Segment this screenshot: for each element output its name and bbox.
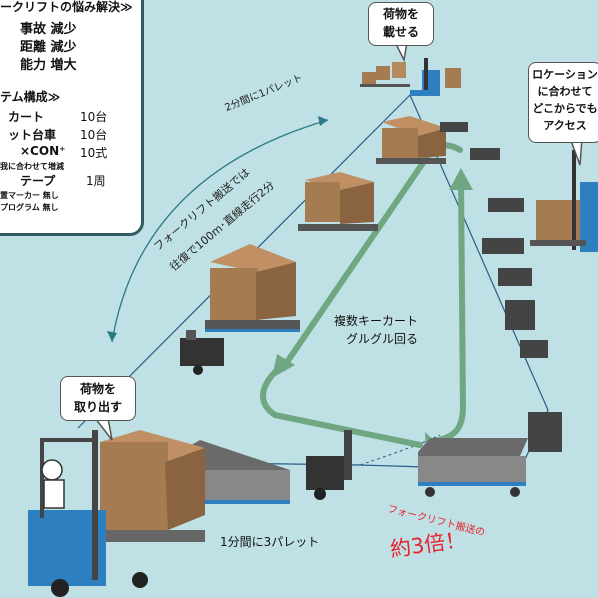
bubble-line: どこからでも [532, 102, 598, 115]
bottom-rate-label: 1分間に3パレット [220, 535, 320, 549]
bubble-line: 荷物を [382, 7, 419, 21]
loop-arrowhead-c [449, 168, 473, 190]
loop-label-2: グルグル回る [346, 332, 419, 346]
forklift-route-arc [111, 119, 329, 343]
pallet-cart-2 [298, 172, 378, 231]
dashed-connector [359, 434, 441, 466]
system-note: 我に合わせて増減 [0, 162, 64, 171]
system-item-name: カート [8, 110, 45, 124]
location-forklift [530, 150, 598, 252]
load-bubble: 荷物を 載せる [368, 2, 434, 46]
marker-note: 置マーカー 無し [0, 191, 59, 200]
loop-label-1: 複数キーカート [334, 314, 419, 328]
system-item-name: ×CON⁺ [20, 144, 66, 158]
tape-value: 1周 [86, 174, 106, 188]
loop-arrowhead-a [272, 354, 295, 378]
arc-arrowhead-top [318, 116, 328, 126]
pallet-cart-1 [376, 116, 446, 164]
program-note: プログラム 無し [0, 203, 59, 212]
unload-forklift [28, 430, 205, 597]
bubble-line: 荷物を [79, 382, 116, 396]
system-item-value: 10式 [80, 146, 108, 160]
tape-name: テープ [20, 174, 56, 188]
bubble-line: 載せる [382, 25, 419, 39]
bubble-line: ロケーション [532, 68, 598, 81]
bottom-cart-right [418, 438, 528, 497]
benefit-item: 事故 減少 [20, 22, 77, 37]
bubble-line: 取り出す [73, 400, 122, 414]
system-item-value: 10台 [80, 128, 108, 142]
benefit-item: 距離 減少 [20, 40, 77, 55]
bubble-line: アクセス [543, 119, 587, 132]
location-bubble: ロケーション に合わせて どこからでも アクセス [528, 62, 598, 143]
bottom-agv [306, 430, 352, 500]
agv-robot-left [180, 330, 224, 375]
top-pallet-group [360, 62, 461, 88]
arc-arrowhead-bottom [107, 331, 117, 342]
system-item-value: 10台 [80, 110, 108, 124]
pallet-cart-3 [205, 244, 300, 332]
right-cart-train [440, 122, 562, 452]
system-item-name: ット台車 [8, 128, 57, 142]
benefit-item: 能力 増大 [20, 58, 77, 73]
top-forklift [410, 58, 440, 96]
system-title: テム構成≫ [0, 90, 61, 104]
unload-bubble: 荷物を 取り出す [60, 376, 136, 421]
panel-title: ークリフトの悩み解決≫ [0, 0, 133, 14]
info-panel [0, 0, 144, 236]
bubble-line: に合わせて [537, 85, 593, 98]
